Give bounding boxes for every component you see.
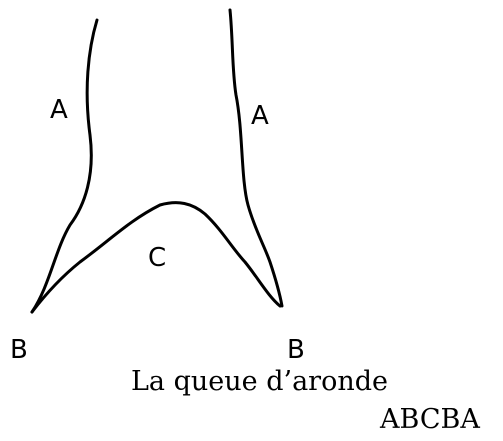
label-b-right: B	[287, 335, 305, 365]
letter-sequence: ABCBA	[380, 404, 480, 435]
diagram-caption: La queue d’aronde	[131, 366, 388, 397]
left-outer-curve	[30, 18, 99, 314]
inner-arch-curve	[30, 201, 282, 314]
label-a-right: A	[251, 101, 269, 131]
label-b-left: B	[10, 335, 28, 365]
right-outer-curve	[228, 8, 284, 308]
label-a-left: A	[50, 95, 68, 125]
label-c: C	[148, 243, 166, 273]
